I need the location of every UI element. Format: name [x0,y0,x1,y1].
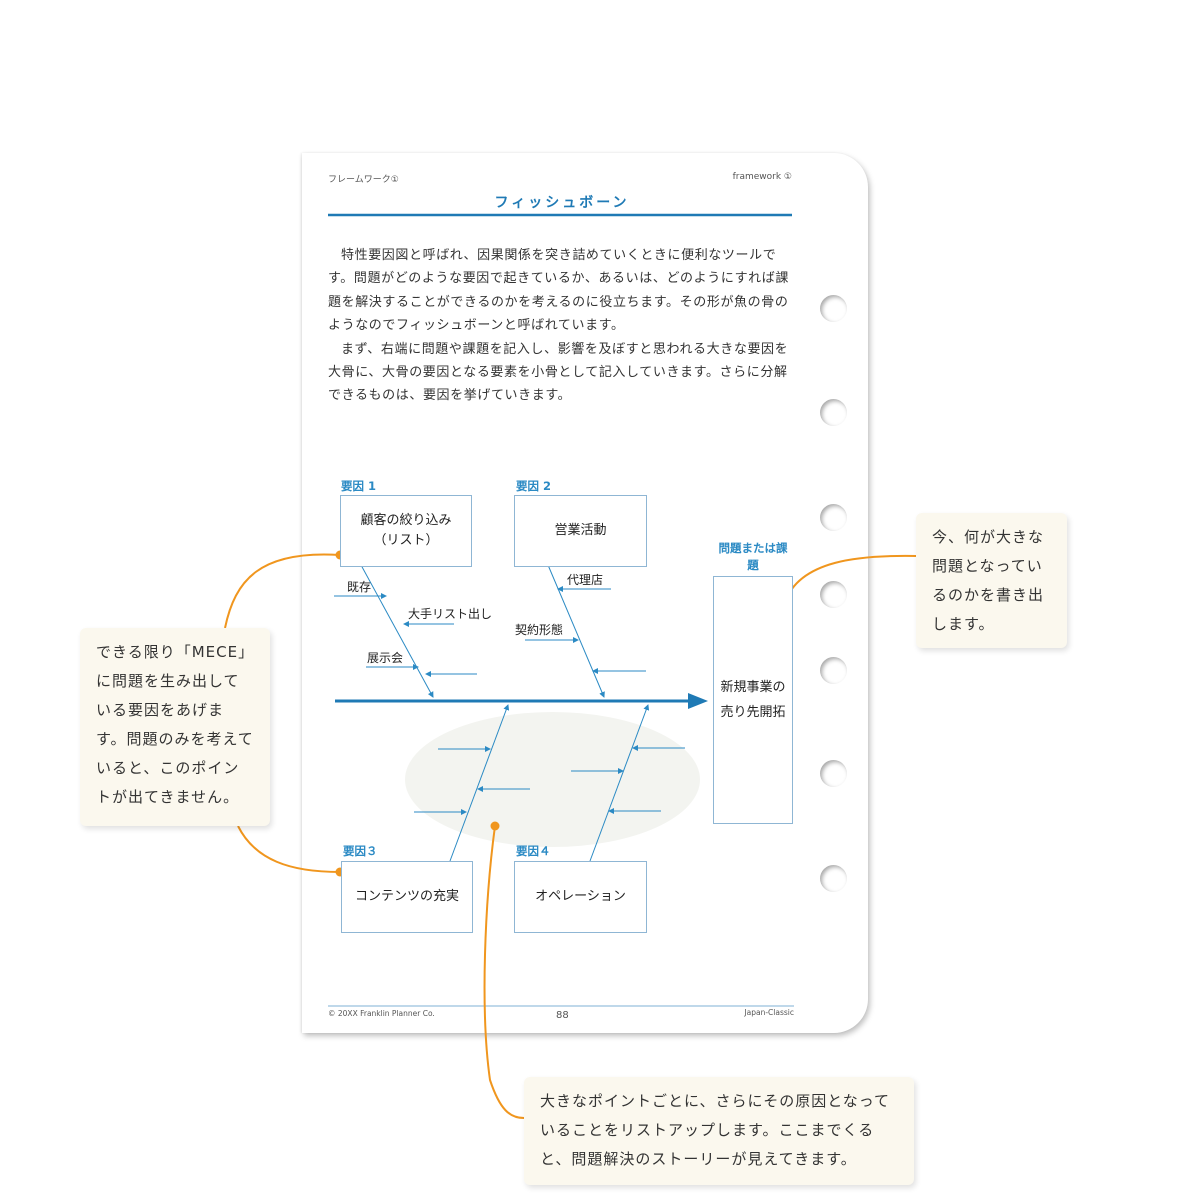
sub-bone-label: 展示会 [367,651,404,665]
sub-bone-label: 契約形態 [515,623,564,637]
factor-box: 営業活動 [514,495,647,567]
highlight-ellipse [405,712,700,847]
paragraph: 特性要因図と呼ばれ、因果関係を突き詰めていくときに便利なツールです。問題がどのよ… [328,248,789,334]
sub-bone-label: 既存 [347,580,372,594]
binder-hole [820,760,847,787]
callout-bottom: 大きなポイントごとに、さらにその原因となっていることをリストアップします。ここま… [524,1077,914,1185]
problem-box: 新規事業の売り先開拓 [713,576,793,824]
binder-hole [820,657,847,684]
factor-text: コンテンツの充実 [354,889,459,904]
binder-hole [820,865,847,892]
binder-hole [820,504,847,531]
paragraph: まず、右端に問題や課題を記入し、影響を及ぼすと思われる大きな要因を大骨に、大骨の… [328,341,789,404]
header-right: framework ① [732,172,792,182]
callout-right: 今、何が大きな問題となっているのかを書き出します。 [916,513,1067,648]
factor-box: 顧客の絞り込み（リスト） [340,495,472,567]
callout-left: できる限り「MECE」に問題を生み出している要因をあげます。問題のみを考えている… [80,628,270,826]
factor-box: コンテンツの充実 [341,861,473,933]
problem-label: 問題または課題 [718,541,788,572]
copyright: © 20XX Franklin Planner Co. [328,1009,435,1018]
header-left: フレームワーク① [328,175,399,185]
binder-hole [820,399,847,426]
factor-label: 要因３ [343,844,378,858]
binder-hole [820,295,847,322]
factor-box: オペレーション [514,861,647,933]
footer-edition: Japan-Classic [744,1008,794,1017]
binder-hole [820,581,847,608]
factor-label: 要因 2 [516,479,552,493]
sub-bone-label: 大手リスト出し [408,607,493,621]
page-number: 88 [556,1010,569,1021]
problem-text: 新規事業の売り先開拓 [720,680,786,720]
page-title: フィッシュボーン [494,195,630,211]
body-text: 特性要因図と呼ばれ、因果関係を突き詰めていくときに便利なツールです。問題がどのよ… [328,244,798,408]
factor-label: 要因 1 [341,479,377,493]
factor-text: 営業活動 [554,523,607,538]
factor-label: 要因４ [516,844,551,858]
factor-text: オペレーション [535,889,626,904]
factor-text: 顧客の絞り込み（リスト） [360,513,452,548]
sub-bone-label: 代理店 [567,573,604,587]
